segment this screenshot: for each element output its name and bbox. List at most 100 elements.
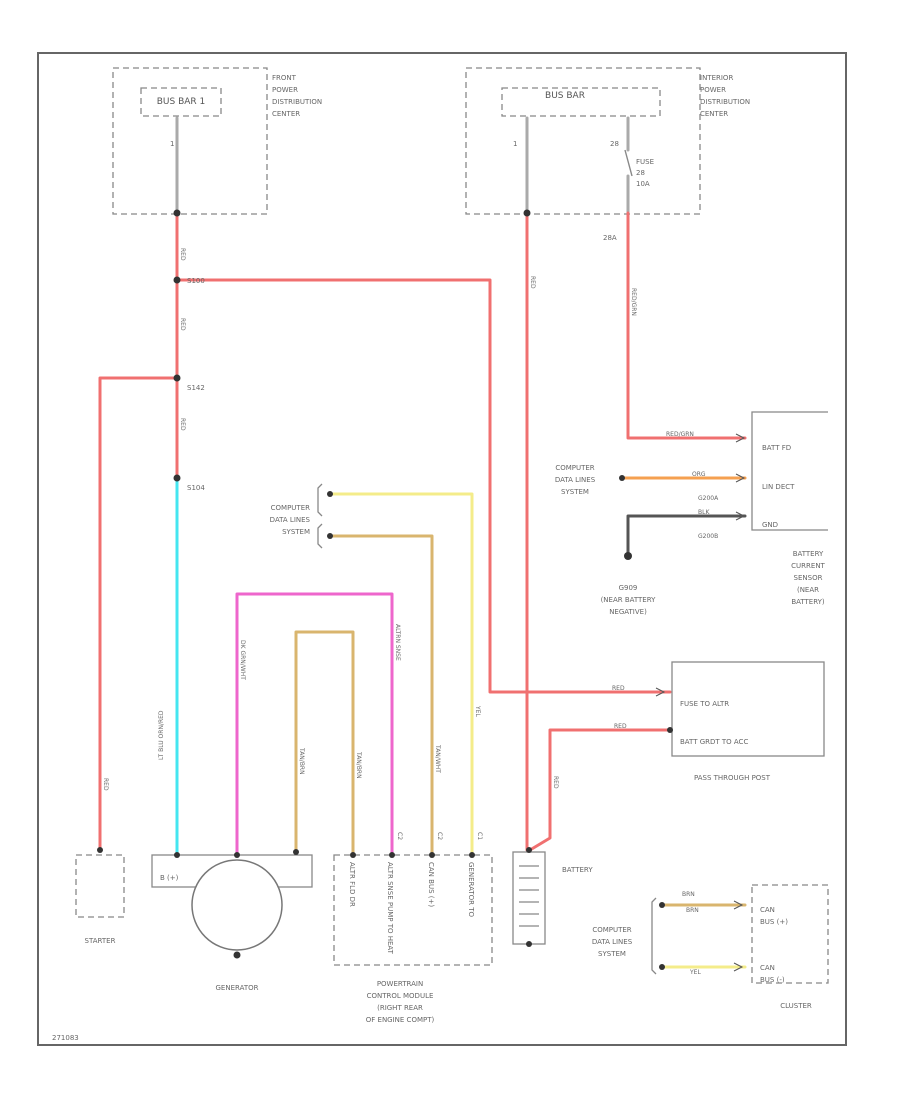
cluster: CAN BUS (+) CAN BUS (-) CLUSTER	[751, 884, 829, 1010]
wire-tan-sense	[294, 630, 355, 857]
bcs-pin1: BATT FD	[762, 444, 791, 452]
cluster-computer-label-l1: COMPUTER	[592, 926, 631, 934]
splice-label-s142: S142	[187, 384, 205, 392]
front-pdc-pin: 1	[170, 140, 174, 148]
wire-label-red-starter: RED	[102, 778, 109, 791]
pcm-label-l4: OF ENGINE COMPT)	[366, 1016, 435, 1024]
wire-black-ground	[626, 514, 747, 558]
bcs-label-l3: SENSOR	[794, 574, 823, 582]
wire-label-pink: DK GRN/WHT	[239, 640, 246, 680]
cluster-computer-label-l3: SYSTEM	[598, 950, 626, 958]
wire-tan-can	[331, 534, 434, 857]
powertrain-control-module: ALTR FLD DR ALTR SNSE PUMP TO HEAT CAN B…	[333, 832, 493, 1024]
wire-red-grn-to-sensor	[626, 211, 747, 440]
wire-label-yel2: YEL	[689, 969, 701, 976]
interior-pdc-pin2: 28	[610, 140, 619, 148]
bcs-connector2: G200B	[698, 533, 718, 540]
front-pdc-label-l1: FRONT	[272, 74, 297, 82]
bcs-connector1: G200A	[698, 495, 719, 502]
pcm-pin2: ALTR SNSE PUMP TO HEAT	[386, 862, 394, 955]
pcm-connector1: C2	[396, 832, 403, 840]
wire-pink-field	[235, 592, 394, 857]
wire-red-pass-through-battery	[528, 728, 672, 852]
starter-label: STARTER	[85, 937, 116, 945]
splice-dot-front-pdc	[173, 209, 181, 217]
pcm-label-l2: CONTROL MODULE	[367, 992, 434, 1000]
bcs-pin2: LIN DECT	[762, 483, 795, 491]
wire-label-red-ptp2: RED	[552, 776, 559, 789]
wire-label-tan3: TAN/WHT	[434, 744, 441, 773]
wire-label-cyan: LT BLU ORN/RED	[158, 710, 165, 760]
pcm-pin3: CAN BUS (+)	[427, 862, 435, 907]
wire-label-red-ptp2b: RED	[614, 723, 627, 730]
ground-label-l2: (NEAR BATTERY	[601, 596, 657, 604]
front-power-distribution-center: BUS BAR 1 1 FRONT POWER DISTRIBUTION CEN…	[112, 67, 322, 215]
cluster-computer-label-l2: DATA LINES	[592, 938, 633, 946]
interior-pdc-pin3: 28A	[603, 234, 617, 242]
cluster-pin1: CAN	[760, 906, 775, 914]
generator-label: GENERATOR	[216, 984, 259, 992]
cluster-label: CLUSTER	[780, 1002, 812, 1010]
connector-arrows	[655, 433, 746, 972]
interior-pdc-pin1: 1	[513, 140, 517, 148]
wire-label-red2: RED	[179, 318, 186, 331]
pcm-label-l3: (RIGHT REAR	[377, 1004, 423, 1012]
ptp-pin1: FUSE TO ALTR	[680, 700, 729, 708]
bcs-pin3: GND	[762, 521, 778, 529]
interior-pdc-label-l4: CENTER	[700, 110, 728, 118]
pcm-pin1: ALTR FLD DR	[348, 862, 356, 907]
front-pdc-label-l4: CENTER	[272, 110, 300, 118]
splice-dot-s104	[173, 474, 181, 482]
battery-current-sensor: BATT FD LIN DECT GND G200A G200B BATTERY…	[698, 411, 828, 606]
interior-fuse-label-l1: FUSE	[636, 158, 654, 166]
wire-label-red1: RED	[179, 248, 186, 261]
ground-label-l3: NEGATIVE)	[609, 608, 647, 616]
splice-dot-interior-pdc	[523, 209, 531, 217]
wire-label-brn: BRN	[686, 907, 699, 914]
bcs-computer-label-l2: DATA LINES	[555, 476, 596, 484]
wire-label-red-bat: RED	[529, 276, 536, 289]
wire-label-red3: RED	[179, 418, 186, 431]
battery-label: BATTERY	[562, 866, 593, 874]
wire-label-pink-vert: ALTRN SNSE	[394, 624, 401, 661]
interior-fuse-label-l3: 10A	[636, 180, 650, 188]
computer-data-lines-cluster: COMPUTER DATA LINES SYSTEM	[592, 897, 665, 975]
ground-name: G909	[619, 584, 638, 592]
interior-pdc-label-l1: INTERIOR	[700, 74, 733, 82]
ground-g909: G909 (NEAR BATTERY NEGATIVE)	[601, 552, 657, 616]
cluster-pin2: CAN	[760, 964, 775, 972]
pcm-connector2: C2	[436, 832, 443, 840]
center-computer-label-l3: SYSTEM	[282, 528, 310, 536]
interior-power-distribution-center: BUS BAR 1 28 FUSE 28 10A 28A INTERIOR PO…	[465, 67, 750, 242]
wire-label-tan2: TAN/BRN	[355, 751, 362, 779]
wire-label-red-grn-h: RED/GRN	[666, 431, 694, 438]
generator: B (+) GENERATOR	[151, 849, 313, 992]
wire-red-to-starter	[98, 376, 179, 852]
ptp-label: PASS THROUGH POST	[694, 774, 771, 782]
bcs-label-l1: BATTERY	[793, 550, 824, 558]
splice-dot-s142	[173, 374, 181, 382]
splice-label-s100: S100	[187, 277, 205, 285]
computer-data-lines-center: COMPUTER DATA LINES SYSTEM	[270, 483, 333, 549]
wire-red-to-pass-through	[175, 278, 672, 694]
bcs-label-l4: (NEAR	[797, 586, 819, 594]
generator-pin: B (+)	[160, 874, 179, 882]
pcm-connector3: C1	[476, 832, 483, 840]
interior-pdc-label-l3: DISTRIBUTION	[700, 98, 750, 106]
fuse-symbol	[624, 149, 633, 177]
starter: STARTER	[75, 847, 125, 945]
wire-label-red-ptp1: RED	[612, 685, 625, 692]
splice-dot-s100	[173, 276, 181, 284]
diagram-id: 271083	[52, 1034, 79, 1042]
cluster-pin2b: BUS (-)	[760, 976, 785, 984]
bcs-label-l5: BATTERY)	[791, 598, 825, 606]
front-pdc-label-l3: DISTRIBUTION	[272, 98, 322, 106]
pass-through-post: FUSE TO ALTR BATT GRDT TO ACC PASS THROU…	[667, 661, 825, 782]
bcs-label-l2: CURRENT	[791, 562, 825, 570]
splice-label-s104: S104	[187, 484, 205, 492]
front-busbar-label: BUS BAR 1	[157, 97, 206, 107]
bcs-computer-label-l3: SYSTEM	[561, 488, 589, 496]
wire-label-brn-top: BRN	[682, 891, 695, 898]
wire-label-red-grn: RED/GRN	[630, 288, 637, 316]
center-computer-label-l1: COMPUTER	[271, 504, 310, 512]
